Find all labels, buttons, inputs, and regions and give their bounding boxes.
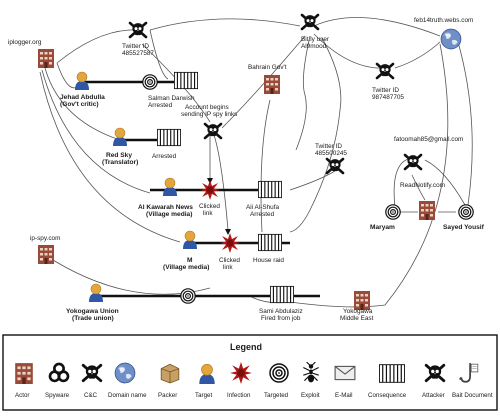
label-sayed-yousif: Sayed Yousif: [443, 224, 485, 231]
legend-label-spyware: Spyware: [45, 392, 70, 399]
target-icon: [385, 204, 401, 220]
actor-icon: [182, 230, 198, 249]
legend-label-exploit: Exploit: [301, 392, 320, 399]
label-m-role: (Village media): [163, 264, 209, 271]
label-twitter-id: Twitter ID: [315, 143, 342, 150]
label-maryam: Maryam: [370, 224, 395, 231]
label-twitter-id: Twitter ID: [122, 43, 149, 50]
label-readnotify: ReadNotify.com: [400, 182, 445, 189]
legend-title: Legend: [230, 342, 262, 352]
consequence-icon: [258, 233, 282, 252]
skull-icon: [325, 157, 345, 175]
globe-icon: [114, 362, 136, 384]
label-twitter-id-number: 987487705: [372, 94, 404, 101]
label-ip-spy: ip-spy.com: [30, 235, 60, 242]
label-clicked: Clicked: [219, 257, 240, 264]
label-link: link: [203, 210, 213, 217]
consequence-icon: [258, 180, 282, 199]
building-icon: [264, 75, 280, 94]
infection-icon: [200, 180, 220, 200]
label-fatoomah-email: fatoomah85@gmail.com: [394, 136, 463, 143]
building-icon: [38, 245, 54, 264]
label-middle-east: Middle East: [340, 315, 374, 322]
legend: Legend Actor Spyware C&C Domain name Pac…: [2, 334, 498, 411]
packer-icon: [160, 363, 180, 384]
label-ali-al-shufa: Ali Al-Shufa: [246, 204, 279, 211]
label-twitter-id-number: 485500245: [315, 150, 347, 157]
label-sami-abdulaziz: Sami Abdulaziz: [259, 308, 303, 315]
skull-icon: [375, 62, 395, 80]
label-account-begins: Account begins: [185, 104, 229, 111]
label-yokogawa-union: Yokogawa Union: [66, 308, 119, 315]
legend-label-bait-document: Bait Document: [452, 392, 493, 399]
target-icon: [458, 204, 474, 220]
target-icon: [269, 363, 289, 383]
legend-label-actor: Actor: [15, 392, 29, 399]
target-icon: [180, 288, 196, 304]
skull-icon: [203, 122, 223, 140]
target-icon: [142, 74, 158, 90]
label-link: link: [223, 264, 233, 271]
label-bitly-user: Bit.ly user: [301, 36, 330, 43]
label-salman-arrested: Arrested: [148, 102, 173, 109]
label-bahrain-gov: Bahrain Gov't: [248, 64, 287, 71]
actor-icon: [162, 177, 178, 196]
label-jehad-role: (Gov't critic): [60, 101, 99, 108]
skull-icon: [300, 13, 320, 31]
label-feb14truth: feb14truth.webs.com: [414, 17, 473, 24]
label-al-kawarah-role: (Village media): [146, 211, 192, 218]
skull-icon: [403, 153, 423, 171]
label-arrested: Arrested: [152, 153, 177, 160]
label-twitter-id: Twitter ID: [372, 87, 399, 94]
building-icon: [38, 49, 54, 68]
label-account-spy-links: sending IP spy links: [181, 111, 237, 118]
legend-label-domain-name: Domain name: [108, 392, 147, 399]
legend-label-packer: Packer: [158, 392, 177, 399]
label-twitter-id-number: 485527587: [122, 50, 154, 57]
label-yokogawa-union-role: (Trade union): [72, 315, 114, 322]
label-red-sky-role: (Translator): [102, 159, 138, 166]
consequence-icon: [157, 128, 181, 147]
label-jehad-abdulla: Jehad Abdulla: [60, 94, 105, 101]
legend-label-cnc: C&C: [84, 392, 98, 399]
building-icon: [15, 363, 33, 384]
legend-label-infection: Infection: [227, 392, 251, 399]
legend-label-targeted: Targeted: [264, 392, 289, 399]
consequence-icon: [174, 71, 198, 90]
legend-label-email: E-Mail: [335, 392, 353, 399]
label-sami-fired: Fired from job: [261, 315, 301, 322]
infection-icon: [220, 233, 240, 253]
label-ali-arrested: Arrested: [250, 211, 275, 218]
legend-label-target: Target: [195, 392, 212, 399]
building-icon: [419, 201, 435, 220]
label-salman-darwish: Salman Darwish: [148, 95, 195, 102]
label-house-raid: House raid: [253, 257, 284, 264]
consequence-icon: [270, 285, 294, 304]
mail-icon: [334, 365, 356, 381]
label-bitly-name: Al9mood: [301, 43, 327, 50]
legend-label-consequence: Consequence: [368, 392, 407, 399]
label-al-kawarah: Al Kawarah News: [138, 204, 193, 211]
consequence-icon: [379, 364, 405, 383]
label-yokogawa: Yokogawa: [343, 308, 373, 315]
legend-label-attacker: Attacker: [422, 392, 445, 399]
label-clicked: Clicked: [199, 203, 220, 210]
label-iplogger: iplogger.org: [8, 39, 42, 46]
label-m: M: [187, 257, 193, 264]
actor-icon: [112, 127, 128, 146]
globe-icon: [440, 28, 462, 50]
label-red-sky: Red Sky: [106, 152, 132, 159]
node-labels: iplogger.org Twitter ID 485527587 Bit.ly…: [8, 17, 485, 322]
actor-icon: [88, 283, 104, 302]
